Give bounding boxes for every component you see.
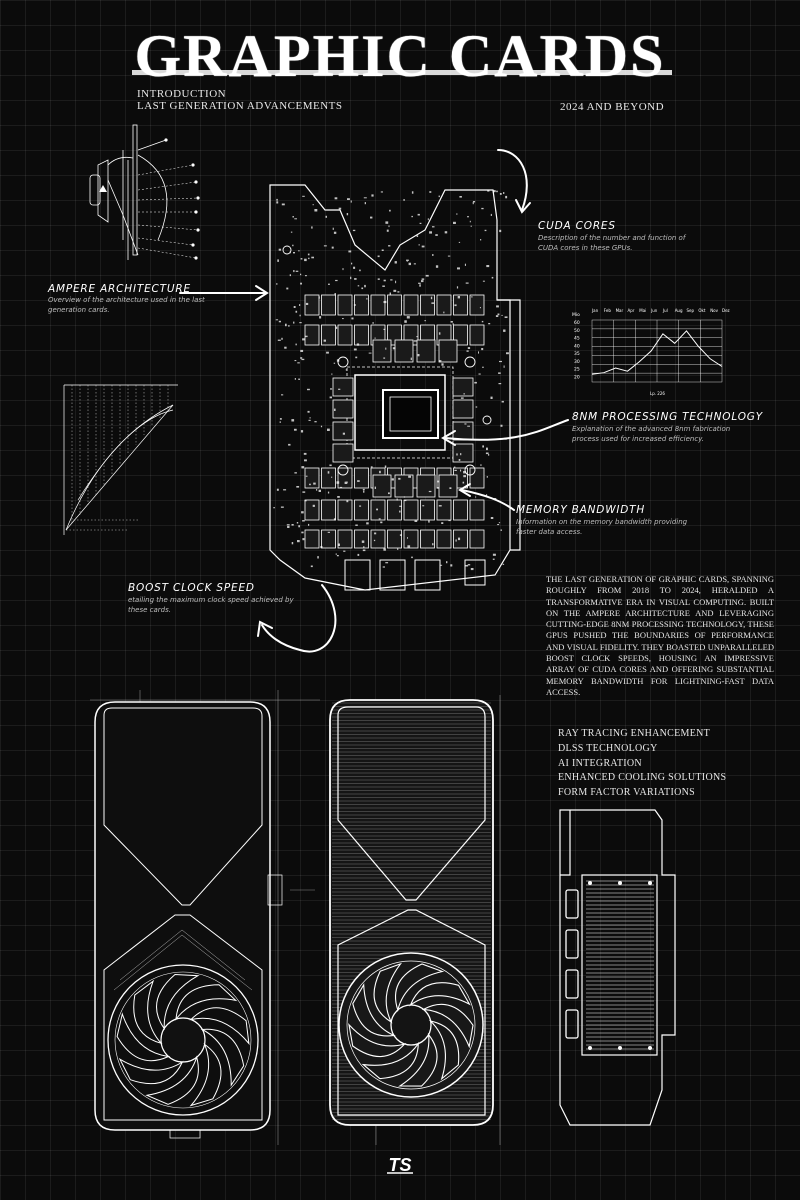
feature-item-ai: AI INTEGRATION bbox=[558, 757, 642, 769]
mini-chart-month-label: Jan bbox=[591, 308, 599, 313]
subtitle-advancements: LAST GENERATION ADVANCEMENTS bbox=[137, 100, 343, 112]
pcb-board-drawing bbox=[269, 184, 521, 591]
poster-title: GRAPHIC CARDS bbox=[134, 23, 666, 89]
callout-boost-heading: BOOST CLOCK SPEED bbox=[128, 582, 255, 594]
mini-chart-month-label: Aug bbox=[675, 308, 683, 313]
mini-chart-ytick-label: 40 bbox=[574, 343, 580, 349]
mini-chart-ytick-label: 45 bbox=[574, 336, 580, 342]
mechanism-sketch bbox=[89, 124, 200, 260]
mini-chart-month-label: Nov bbox=[710, 308, 718, 313]
mini-chart-month-label: Mar bbox=[616, 308, 624, 313]
feature-item-form-factor: FORM FACTOR VARIATIONS bbox=[558, 787, 696, 799]
logo-text: TS bbox=[388, 1155, 411, 1175]
mini-chart-series-line bbox=[591, 330, 723, 375]
gpu-card-outline-drawing bbox=[90, 690, 320, 1145]
year-tag: 2024 AND BEYOND bbox=[560, 101, 665, 113]
mini-chart-ytick-label: 20 bbox=[574, 374, 580, 380]
subtitle-introduction: INTRODUCTION bbox=[137, 88, 227, 100]
callout-process-body: Explanation of the advanced 8nm fabricat… bbox=[572, 425, 731, 443]
gpu-side-view-drawing bbox=[559, 809, 676, 1126]
mini-chart-month-label: Apr bbox=[628, 308, 635, 313]
callout-ampere-heading: AMPERE ARCHITECTURE bbox=[48, 283, 191, 295]
mini-chart-month-label: Sep bbox=[687, 308, 695, 313]
feature-item-dlss: DLSS TECHNOLOGY bbox=[558, 742, 658, 754]
mini-chart-month-label: Jul bbox=[662, 308, 668, 313]
mini-chart-ytick-label: 60 bbox=[574, 320, 580, 326]
gpu-card-textured-drawing bbox=[329, 695, 501, 1145]
feature-item-ray-tracing: RAY TRACING ENHANCEMENT bbox=[558, 728, 711, 739]
description-paragraph: THE LAST GENERATION OF GRAPHIC CARDS, SP… bbox=[546, 574, 774, 697]
mini-chart-xnote: Lp. 226 bbox=[650, 391, 665, 396]
curve-sketch bbox=[63, 384, 178, 535]
ts-logo: TS bbox=[384, 1152, 416, 1176]
title-underline bbox=[132, 70, 672, 75]
mini-chart-month-label: Okt bbox=[698, 308, 705, 313]
callout-memory-body: Information on the memory bandwidth prov… bbox=[516, 518, 688, 536]
mini-chart-ytick-label: 30 bbox=[574, 359, 580, 365]
callout-cuda-heading: CUDA CORES bbox=[538, 220, 616, 232]
mini-chart-ytick-label: 35 bbox=[574, 351, 580, 357]
mini-chart-ytick-label: 25 bbox=[574, 367, 580, 373]
mini-chart-month-label: Dez bbox=[722, 308, 730, 313]
mini-chart-month-label: Jun bbox=[650, 308, 658, 313]
mini-chart-month-label: Mai bbox=[639, 308, 646, 313]
callout-process-heading: 8NM PROCESSING TECHNOLOGY bbox=[572, 411, 763, 423]
callout-cuda-body: Description of the number and function o… bbox=[538, 234, 686, 252]
mini-chart-month-label: Feb bbox=[604, 308, 612, 313]
mini-chart-ytick-label: 50 bbox=[574, 328, 580, 334]
feature-item-cooling: ENHANCED COOLING SOLUTIONS bbox=[558, 772, 727, 784]
callout-arrows bbox=[179, 149, 569, 653]
callout-memory-heading: MEMORY BANDWIDTH bbox=[516, 504, 646, 516]
mini-chart-ylabel: Mio bbox=[572, 312, 580, 318]
callout-boost-body: etailing the maximum clock speed achieve… bbox=[128, 596, 294, 614]
callout-ampere-body: Overview of the architecture used in the… bbox=[48, 296, 205, 314]
feature-list: RAY TRACING ENHANCEMENT DLSS TECHNOLOGY … bbox=[558, 727, 726, 801]
